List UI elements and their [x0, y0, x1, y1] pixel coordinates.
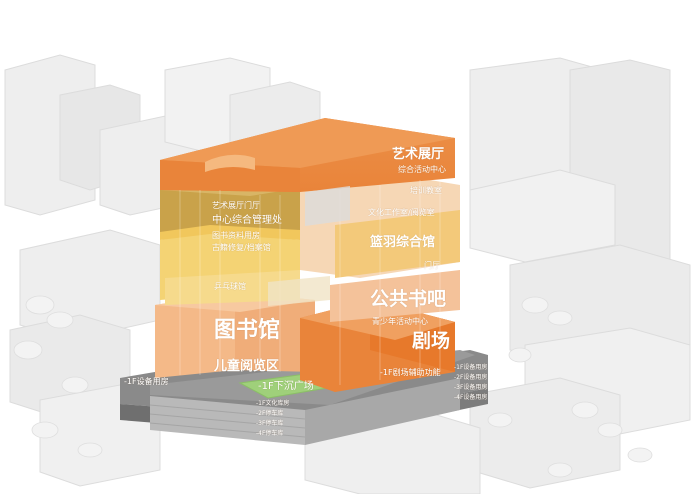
mid-right-mass [300, 175, 460, 322]
label-right-b4: -4F设备用房 [454, 394, 488, 401]
label-youth-center: 青少年活动中心 [372, 317, 428, 326]
label-badminton: 篮羽综合馆 [370, 235, 436, 250]
label-reading-room: 古籍修复/档案馆 [212, 243, 271, 252]
atrium-grid [268, 186, 350, 306]
label-b3-parking: -3F停车库 [256, 420, 284, 427]
label-right-b3: -3F设备用房 [454, 384, 488, 391]
label-art-hall-lobby: 艺术展厅门厅 [212, 201, 260, 210]
label-kids-reading: 儿童阅览区 [214, 359, 280, 374]
label-archive-dept: 图书资料用房 [212, 231, 260, 240]
label-activity-center: 综合活动中心 [398, 165, 446, 174]
label-b1-storage: -1F文化库房 [256, 400, 290, 407]
facade-lines [179, 180, 441, 385]
label-public-bar: 公共书吧 [370, 288, 447, 310]
label-lobby: 门厅 [424, 261, 440, 270]
label-art-hall: 艺术展厅 [392, 147, 445, 162]
label-b4-parking: -4F停车库 [256, 430, 284, 437]
label-training-room: 培训教室 [410, 186, 442, 195]
label-theater: 剧场 [412, 330, 451, 352]
label-b1-sunken-plaza: -1F下沉广场 [258, 381, 314, 392]
label-culture-center: 文化工作室/阅览室 [368, 208, 435, 217]
label-right-b2: -2F设备用房 [454, 374, 488, 381]
label-b2-parking: -2F停车库 [256, 410, 284, 417]
label-b1-theater-support: -1F剧场辅助功能 [380, 368, 441, 377]
label-pingpong: 乒乓球馆 [214, 282, 246, 291]
label-library: 图书馆 [214, 318, 281, 343]
label-mgmt-office: 中心综合管理处 [212, 215, 282, 226]
art-hall-mass [160, 118, 455, 192]
label-right-b1: -1F设备用房 [454, 364, 488, 371]
label-b1-equipment-left: -1F设备用房 [124, 377, 169, 386]
context-trees [13, 295, 653, 478]
